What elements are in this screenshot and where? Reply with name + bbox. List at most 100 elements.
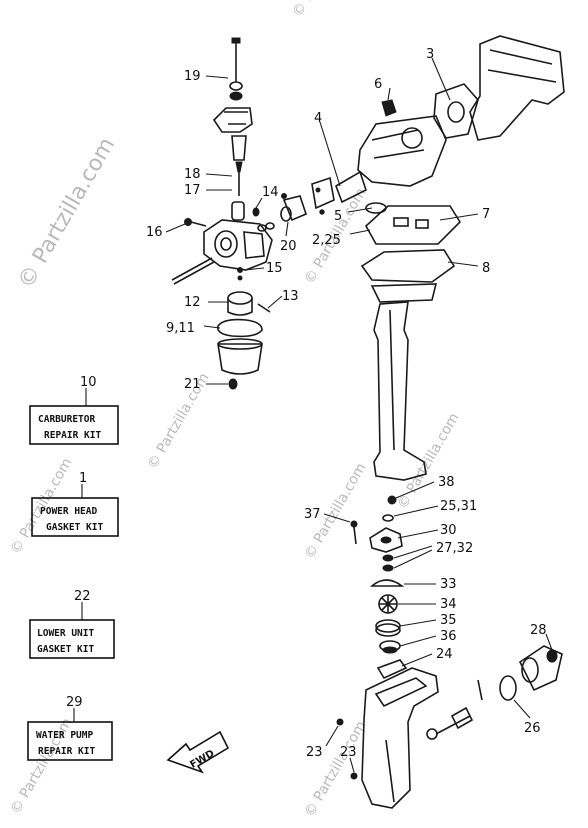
carb-body-side — [243, 231, 265, 259]
callout-3: 3 — [426, 47, 434, 62]
carb-needle — [235, 161, 243, 173]
pump-cover — [369, 579, 405, 587]
callout-15: 15 — [266, 261, 283, 276]
callout-14: 14 — [262, 185, 279, 200]
kit-lower-unit-line2: GASKET KIT — [37, 644, 94, 655]
part-38 — [387, 495, 397, 505]
gearcase-skeg-line — [385, 739, 395, 803]
pump-liner-base — [375, 623, 401, 637]
carb-idle-screw — [190, 221, 207, 227]
carb-spring-seat — [229, 81, 243, 91]
reed-screw-a — [315, 187, 321, 193]
callout-27-32: 27,32 — [436, 541, 473, 556]
carb-float-pin — [257, 303, 271, 313]
spark-plug-cap — [381, 99, 397, 117]
callout-37: 37 — [304, 507, 321, 522]
kit-box-lower-unit — [29, 619, 115, 659]
callout-24: 24 — [436, 647, 453, 662]
callout-5: 5 — [334, 209, 342, 224]
lower-unit-group — [336, 495, 563, 809]
kit-box-carburetor — [29, 405, 119, 445]
crankcase — [357, 115, 447, 187]
gearcase-top — [374, 677, 428, 708]
callout-19: 19 — [184, 69, 201, 84]
exhaust-cover — [433, 83, 479, 139]
callout-28: 28 — [530, 623, 547, 638]
fwd-arrow-shape — [166, 730, 230, 774]
kit-boxes: 10 CARBURETOR REPAIR KIT 1 POWER HEAD GA… — [27, 375, 119, 761]
callout-30: 30 — [440, 523, 457, 538]
kit-number-10: 10 — [80, 375, 97, 390]
crankcase-fins — [371, 129, 425, 159]
fuel-inlet-gasket — [280, 206, 292, 222]
part-28 — [546, 649, 558, 663]
shift-rod — [477, 679, 483, 701]
bolt-37-head — [350, 520, 358, 528]
drive-shaft-housing — [373, 301, 427, 481]
callout-35: 35 — [440, 613, 457, 628]
callout-2-25: 2,25 — [312, 233, 341, 248]
carb-choke-rod-b — [173, 261, 215, 285]
carb-top-cover-detail — [224, 111, 248, 125]
carb-throttle-valve — [231, 135, 247, 161]
power-head-group — [311, 35, 565, 303]
callout-17: 17 — [184, 183, 201, 198]
callout-20: 20 — [280, 239, 297, 254]
carb-top-cover — [212, 107, 253, 133]
callout-23a: 23 — [306, 745, 323, 760]
exhaust-port — [447, 101, 465, 123]
base-gasket — [364, 205, 462, 245]
callout-4: 4 — [314, 111, 322, 126]
carb-top-nut — [229, 91, 243, 101]
carb-plug-14 — [252, 207, 260, 217]
kit-number-1: 1 — [79, 471, 87, 486]
impeller-vanes — [379, 595, 397, 613]
callout-34: 34 — [440, 597, 457, 612]
part-25-31 — [382, 514, 394, 522]
part-27-32b — [382, 564, 394, 572]
kit-carburetor-line1: CARBURETOR — [38, 414, 95, 425]
water-tube-grommet — [380, 536, 392, 544]
carburetor-group — [171, 37, 307, 390]
carb-float — [227, 298, 253, 316]
callout-36: 36 — [440, 629, 457, 644]
carb-drain-15b — [237, 275, 243, 281]
kit-power-head-line1: POWER HEAD — [40, 506, 97, 517]
cylinder-block — [469, 35, 565, 141]
callout-12: 12 — [184, 295, 201, 310]
callout-8: 8 — [482, 261, 490, 276]
callout-33: 33 — [440, 577, 457, 592]
callout-26: 26 — [524, 721, 541, 736]
pump-gasket-24 — [376, 659, 408, 680]
callout-25-31: 25,31 — [440, 499, 477, 514]
callout-6: 6 — [374, 77, 382, 92]
propeller-cap-face — [521, 657, 539, 683]
kit-lower-unit-line1: LOWER UNIT — [37, 628, 94, 639]
carb-throat — [214, 230, 238, 258]
carb-top-screw-head — [231, 37, 241, 44]
kit-water-pump-line2: REPAIR KIT — [38, 746, 95, 757]
water-tube-seal — [369, 527, 403, 553]
carb-float-top — [227, 291, 253, 305]
callout-21: 21 — [184, 377, 201, 392]
gearcase — [361, 667, 439, 809]
float-bowl-gasket — [216, 318, 263, 338]
carb-main-jet-holder — [231, 201, 245, 221]
watermark-right-bottom: © Partzilla.com — [302, 718, 370, 820]
callout-38: 38 — [438, 475, 455, 490]
pump-plate-36-inner — [382, 646, 398, 654]
prop-shaft — [435, 715, 471, 735]
o-ring-26 — [499, 675, 517, 701]
callout-23b: 23 — [340, 745, 357, 760]
reed-gasket — [335, 170, 367, 204]
leader-lines — [73, 57, 553, 773]
cylinder-fins — [487, 49, 557, 83]
carb-idle-screw-head — [184, 218, 192, 226]
callout-9-11: 9,11 — [166, 321, 195, 336]
drive-shaft-housing-edge — [389, 309, 395, 451]
reed-screw-b — [319, 209, 325, 215]
screw-23a — [336, 718, 344, 726]
upper-casing-body — [370, 283, 438, 303]
callout-16: 16 — [146, 225, 163, 240]
callout-7: 7 — [482, 207, 490, 222]
